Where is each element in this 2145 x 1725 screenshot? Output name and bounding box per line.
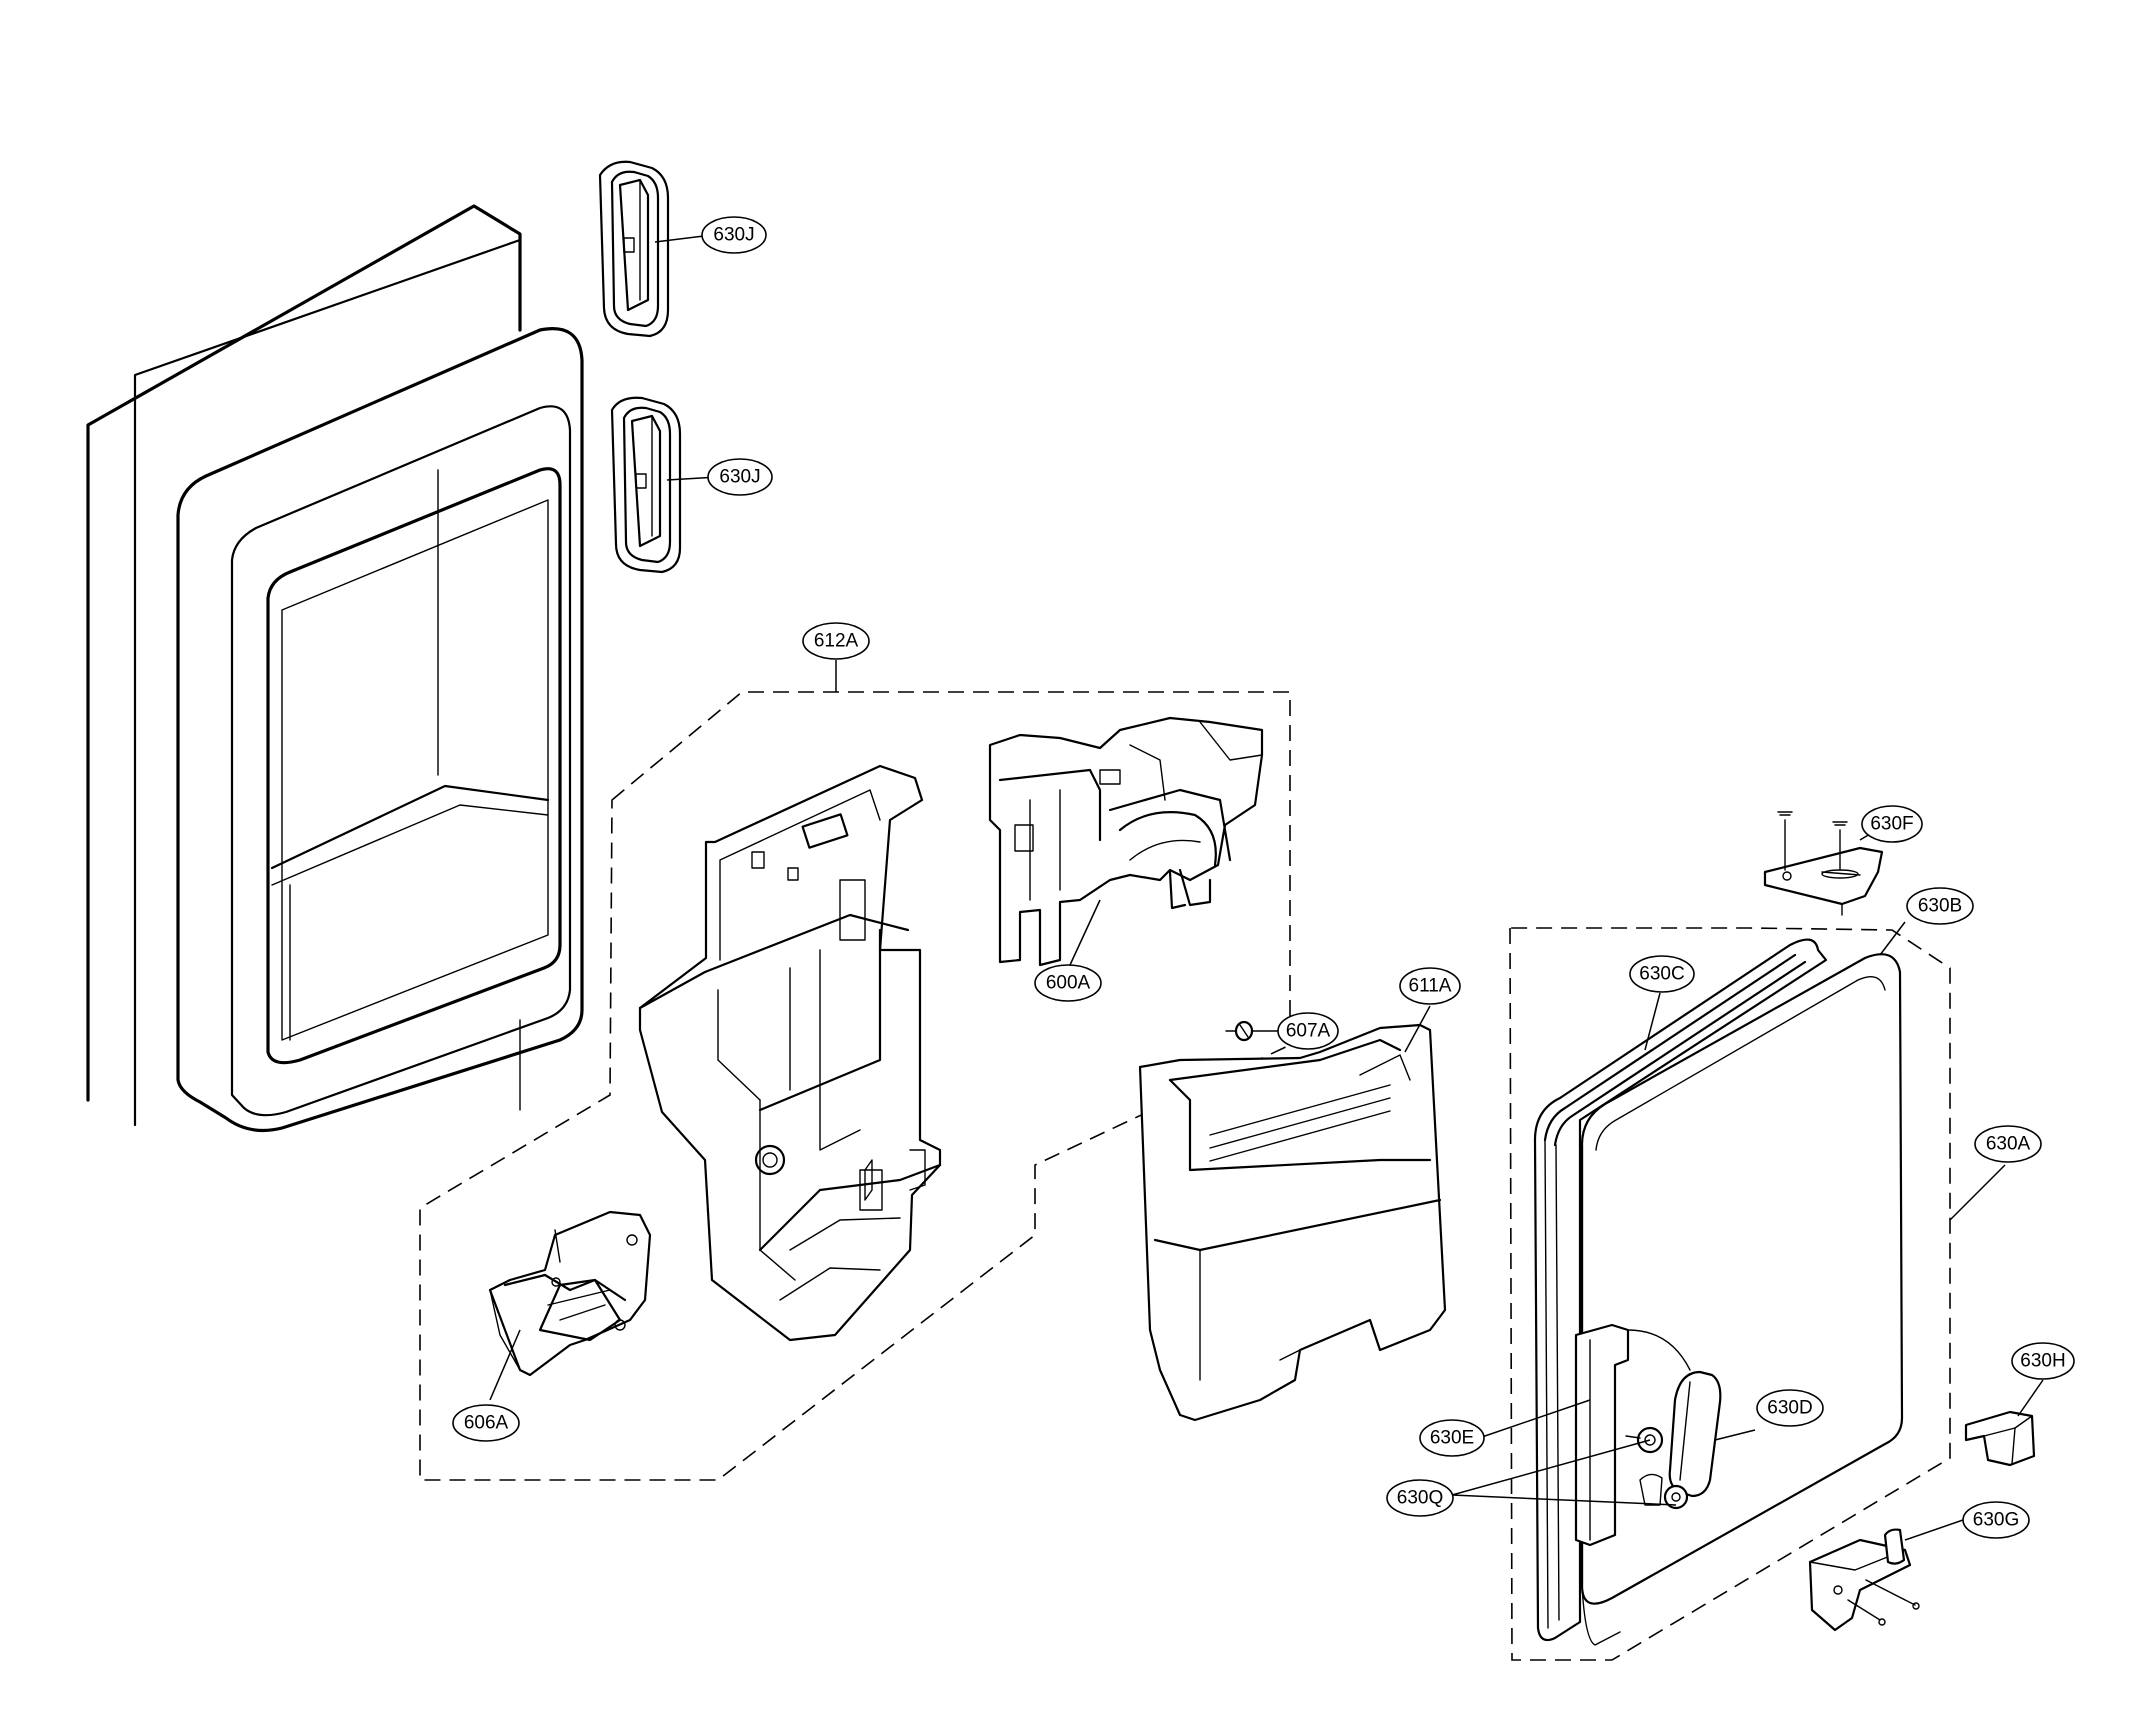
ice-maker-600A bbox=[988, 716, 1264, 967]
callout-630C: 630C bbox=[1629, 955, 1695, 993]
handle-insert-upper bbox=[598, 160, 670, 338]
bracket-606A bbox=[488, 1210, 652, 1377]
latch-parts bbox=[1574, 1323, 1722, 1547]
callout-630F: 630F bbox=[1861, 805, 1923, 843]
svg-text:630A: 630A bbox=[1986, 1134, 2031, 1155]
svg-text:630E: 630E bbox=[1430, 1428, 1474, 1449]
dispenser-housing bbox=[638, 764, 942, 1342]
svg-text:630J: 630J bbox=[713, 225, 754, 246]
callout-600A: 600A bbox=[1034, 964, 1102, 1002]
callout-611A: 611A bbox=[1399, 967, 1461, 1005]
cover-panel-611A bbox=[1138, 1023, 1447, 1422]
screw-607A bbox=[1225, 1020, 1254, 1042]
callout-630E: 630E bbox=[1419, 1419, 1485, 1457]
svg-text:630H: 630H bbox=[2020, 1351, 2065, 1372]
svg-text:606A: 606A bbox=[464, 1413, 509, 1434]
hinge-bracket-630F bbox=[1763, 811, 1884, 916]
bottom-hinge-630G bbox=[1808, 1528, 1920, 1632]
callout-630J-lower: 630J bbox=[707, 458, 773, 496]
gasket-630C bbox=[1533, 938, 1828, 1642]
assembly-outline-612A bbox=[419, 691, 1291, 1481]
callout-607A: 607A bbox=[1277, 1012, 1339, 1050]
callout-630H: 630H bbox=[2011, 1342, 2075, 1380]
callout-630Q: 630Q bbox=[1386, 1479, 1454, 1517]
bracket-630H bbox=[1964, 1410, 2036, 1467]
door-frame-assembly bbox=[86, 204, 584, 1132]
svg-text:630F: 630F bbox=[1870, 814, 1913, 835]
svg-text:630C: 630C bbox=[1639, 964, 1684, 985]
callout-630A: 630A bbox=[1974, 1125, 2042, 1163]
assembly-outline-630A bbox=[1509, 927, 1951, 1661]
callout-630J-upper: 630J bbox=[701, 216, 767, 254]
callout-630D: 630D bbox=[1756, 1389, 1824, 1427]
svg-text:600A: 600A bbox=[1046, 973, 1091, 994]
svg-text:611A: 611A bbox=[1409, 976, 1452, 997]
handle-insert-lower bbox=[610, 396, 682, 574]
svg-text:630B: 630B bbox=[1918, 896, 1962, 917]
svg-text:630G: 630G bbox=[1973, 1510, 2019, 1531]
svg-text:607A: 607A bbox=[1286, 1021, 1331, 1042]
callout-606A: 606A bbox=[452, 1404, 520, 1442]
callout-612A: 612A bbox=[802, 622, 870, 660]
svg-text:630D: 630D bbox=[1767, 1398, 1812, 1419]
svg-text:630Q: 630Q bbox=[1397, 1488, 1443, 1509]
callout-630B: 630B bbox=[1906, 887, 1974, 925]
svg-text:612A: 612A bbox=[814, 631, 859, 652]
callout-630G: 630G bbox=[1962, 1501, 2030, 1539]
svg-text:630J: 630J bbox=[719, 467, 760, 488]
